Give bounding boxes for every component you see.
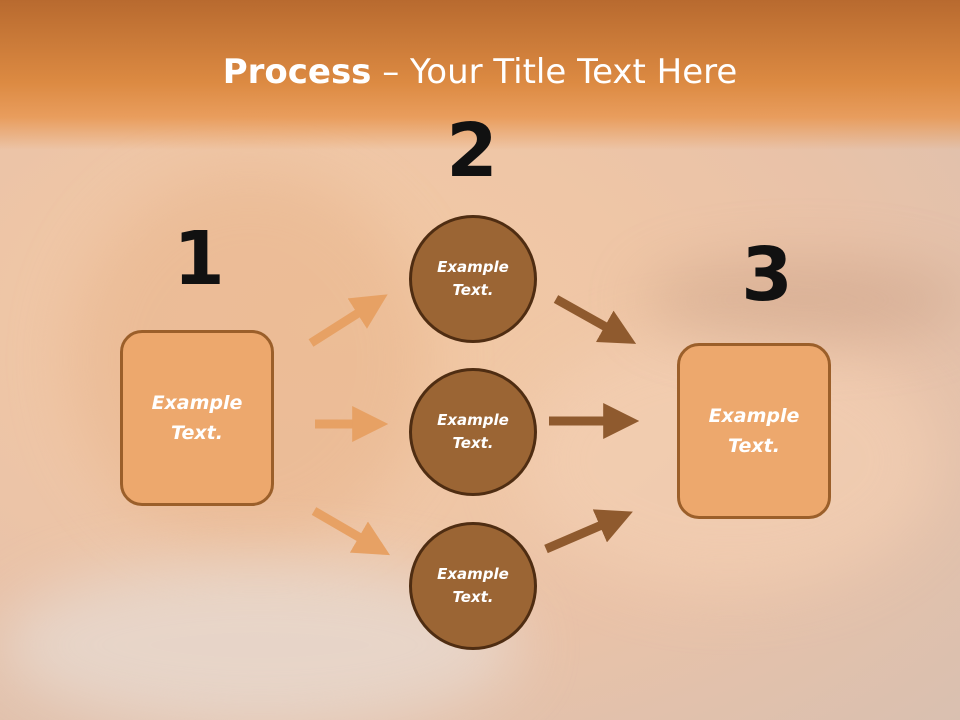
end-box: Example Text. (677, 343, 831, 519)
circle-text: Example Text. (437, 411, 509, 452)
arrow-top-to-end (553, 295, 637, 344)
process-circle-bottom: Example Text. (409, 522, 537, 650)
background-photo-blob (640, 260, 960, 340)
arrow-start-to-top (308, 294, 388, 347)
start-box: Example Text. (120, 330, 274, 506)
step-number-3: 3 (741, 232, 793, 318)
process-circle-middle: Example Text. (409, 368, 537, 496)
arrow-start-to-bottom (311, 507, 391, 556)
title-bar (0, 0, 960, 150)
circle-text: Example Text. (437, 258, 509, 299)
title-bold: Process (222, 52, 372, 92)
title-rest: – Your Title Text Here (371, 52, 738, 92)
end-box-text: Example Text. (708, 405, 800, 457)
step-number-2: 2 (446, 108, 498, 194)
step-number-1: 1 (173, 216, 225, 302)
circle-text: Example Text. (437, 565, 509, 606)
process-circle-top: Example Text. (409, 215, 537, 343)
arrow-bottom-to-end (544, 509, 633, 554)
start-box-text: Example Text. (151, 392, 243, 444)
slide-title: Process – Your Title Text Here (0, 52, 960, 92)
